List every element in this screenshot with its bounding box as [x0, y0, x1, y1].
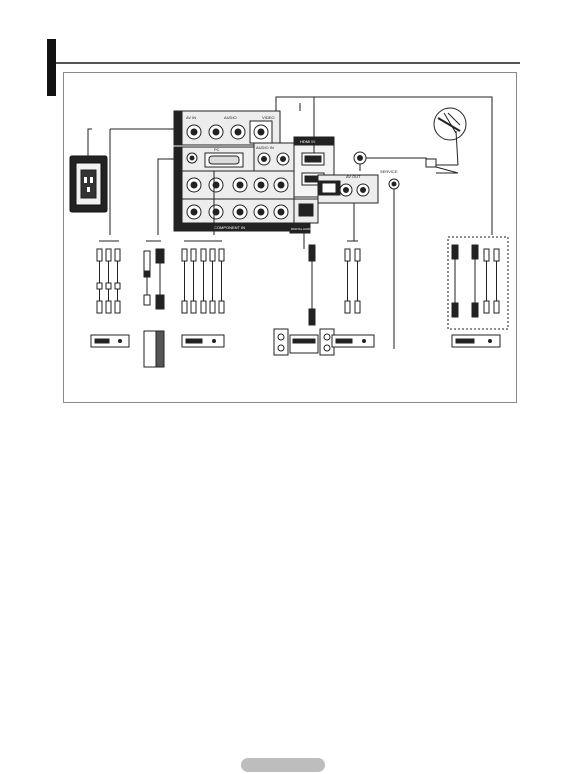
- dvd-device-icon: [181, 334, 225, 348]
- component-cable-set: [181, 240, 225, 314]
- section-title-rule: [56, 62, 520, 64]
- audio-in-label: AUDIO IN: [256, 145, 274, 150]
- hdmi-in-label: HDMI IN: [300, 139, 315, 144]
- pc-label: PC: [214, 147, 220, 152]
- av-out-label: AV OUT: [346, 174, 361, 179]
- vcr-out-device-icon: [331, 334, 375, 348]
- pc-tower-icon: [143, 330, 165, 368]
- component-in-label: COMPONENT IN: [214, 225, 245, 230]
- audio-system-icon: [273, 328, 335, 356]
- pc-cable-set: [143, 240, 165, 310]
- antenna-icon: [433, 107, 467, 166]
- power-socket-icon: [69, 155, 108, 213]
- audio-top-label: AUDIO: [224, 115, 237, 120]
- digital-out-label: DIGITAL AUDIO OUT: [291, 227, 320, 231]
- tv-back-panel: AV IN AUDIO VIDEO HDMI IN AUDIO IN: [173, 110, 400, 234]
- connection-diagram: AV IN AUDIO VIDEO HDMI IN AUDIO IN: [69, 96, 509, 368]
- settop-box-icon: [451, 334, 501, 348]
- connection-diagram-frame: AV IN AUDIO VIDEO HDMI IN AUDIO IN: [63, 72, 517, 403]
- section-tab: [47, 39, 56, 96]
- av-out-cable-set: [344, 240, 361, 314]
- hdmi-cable-set: [451, 244, 500, 318]
- av-in-label: AV IN: [186, 115, 196, 120]
- service-label: SERVICE: [380, 169, 398, 174]
- optical-cable: [308, 244, 316, 326]
- av-cable-set-1: [96, 240, 121, 314]
- video-top-label: VIDEO: [262, 115, 274, 120]
- vcr-device-icon: [90, 334, 130, 348]
- page-number-pill: [241, 758, 325, 772]
